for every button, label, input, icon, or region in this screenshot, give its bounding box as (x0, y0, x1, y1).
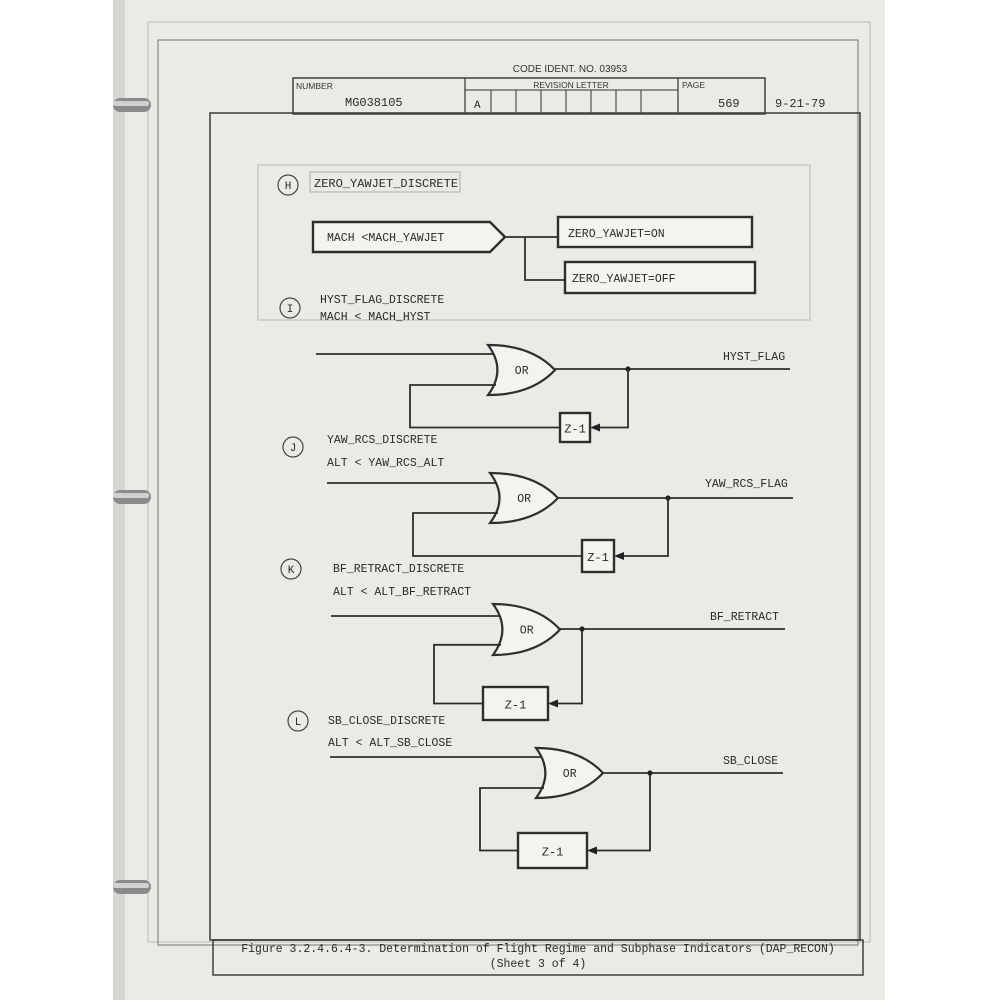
condition-text: ALT < ALT_SB_CLOSE (328, 737, 452, 750)
unit-delay-block (558, 411, 592, 444)
section-marker-j (282, 436, 304, 458)
section-k: K BF_RETRACT_DISCRETE ALT < ALT_BF_RETRACT… (280, 558, 785, 722)
or-gate (485, 343, 557, 397)
output-on-block (556, 215, 754, 249)
svg-text:J: J (290, 443, 297, 455)
page-label: PAGE (682, 80, 705, 90)
section-l: L SB_CLOSE_DISCRETE ALT < ALT_SB_CLOSE OR SB… (287, 710, 783, 870)
discrete-title: ZERO_YAWJET_DISCRETE (314, 177, 458, 191)
section-marker-h (277, 174, 299, 196)
discrete-title: SB_CLOSE_DISCRETE (328, 715, 445, 728)
output-off-block (563, 260, 757, 295)
output-label: BF_RETRACT (710, 611, 779, 624)
section-marker-k (280, 558, 302, 580)
feedback-line (556, 629, 583, 705)
page-number: 569 (718, 97, 740, 111)
feedback-line (595, 773, 651, 852)
discrete-title: HYST_FLAG_DISCRETE (320, 294, 444, 307)
svg-text:OR: OR (520, 625, 534, 638)
figure-caption: Figure 3.2.4.6.4-3. Determination of Fli… (241, 943, 835, 956)
feedback-return-line (412, 512, 582, 557)
output-label: YAW_RCS_FLAG (705, 478, 788, 491)
condition-text: MACH < MACH_HYST (320, 311, 431, 324)
arrow-left-icon (614, 552, 624, 560)
output-label: HYST_FLAG (723, 351, 785, 364)
or-gate (490, 602, 562, 657)
feedback-line (622, 498, 669, 557)
section-marker-i (279, 297, 301, 319)
revision-date: 9-21-79 (775, 97, 825, 111)
document-number: MG038105 (345, 96, 403, 110)
svg-text:L: L (295, 717, 302, 729)
svg-text:ZERO_YAWJET=OFF: ZERO_YAWJET=OFF (572, 273, 676, 286)
arrow-left-icon (587, 846, 597, 855)
feedback-return-line (409, 384, 560, 429)
number-label: NUMBER (296, 81, 333, 91)
unit-delay-block (481, 685, 550, 722)
svg-text:H: H (285, 181, 292, 193)
feedback-return-line (433, 643, 501, 705)
discrete-title: BF_RETRACT_DISCRETE (333, 563, 464, 576)
svg-text:Z-1: Z-1 (564, 423, 586, 437)
or-gate (487, 471, 560, 525)
svg-text:OR: OR (517, 493, 531, 506)
code-ident: CODE IDENT. NO. 03953 (513, 64, 628, 75)
binder-ring-icon (113, 98, 151, 112)
feedback-return-line (479, 787, 544, 852)
svg-text:Z-1: Z-1 (542, 846, 564, 860)
svg-text:K: K (288, 565, 295, 577)
svg-text:Z-1: Z-1 (505, 699, 527, 713)
condition-text: MACH <MACH_YAWJET (327, 232, 444, 245)
binder-ring-icon (113, 490, 151, 504)
or-gate (533, 746, 605, 800)
section-marker-l (287, 710, 309, 732)
revision-letter: A (474, 100, 481, 112)
unit-delay-block (580, 538, 616, 574)
output-label: SB_CLOSE (723, 755, 778, 768)
section-h: H ZERO_YAWJET_DISCRETE MACH <MACH_YAWJET… (277, 171, 757, 295)
svg-text:OR: OR (515, 365, 529, 378)
discrete-title: YAW_RCS_DISCRETE (327, 434, 438, 447)
binder-ring-icon (113, 880, 151, 894)
svg-text:Z-1: Z-1 (587, 551, 609, 565)
arrow-left-icon (590, 423, 600, 432)
section-i: I HYST_FLAG_DISCRETE MACH < MACH_HYST OR HYS… (279, 294, 790, 444)
figure-sheet: (Sheet 3 of 4) (490, 958, 587, 971)
svg-text:ZERO_YAWJET=ON: ZERO_YAWJET=ON (568, 228, 665, 241)
feedback-line (598, 369, 629, 429)
condition-text: ALT < YAW_RCS_ALT (327, 457, 444, 470)
title-block: CODE IDENT. NO. 03953 NUMBER MG038105 RE… (292, 64, 825, 115)
arrow-left-icon (548, 699, 558, 708)
condition-text: ALT < ALT_BF_RETRACT (333, 586, 471, 599)
section-j: J YAW_RCS_DISCRETE ALT < YAW_RCS_ALT OR YAW_… (282, 434, 793, 574)
svg-text:OR: OR (563, 768, 577, 781)
svg-text:I: I (287, 304, 294, 316)
revision-label: REVISION LETTER (533, 80, 609, 90)
unit-delay-block (516, 831, 589, 870)
condition-block (311, 220, 507, 254)
